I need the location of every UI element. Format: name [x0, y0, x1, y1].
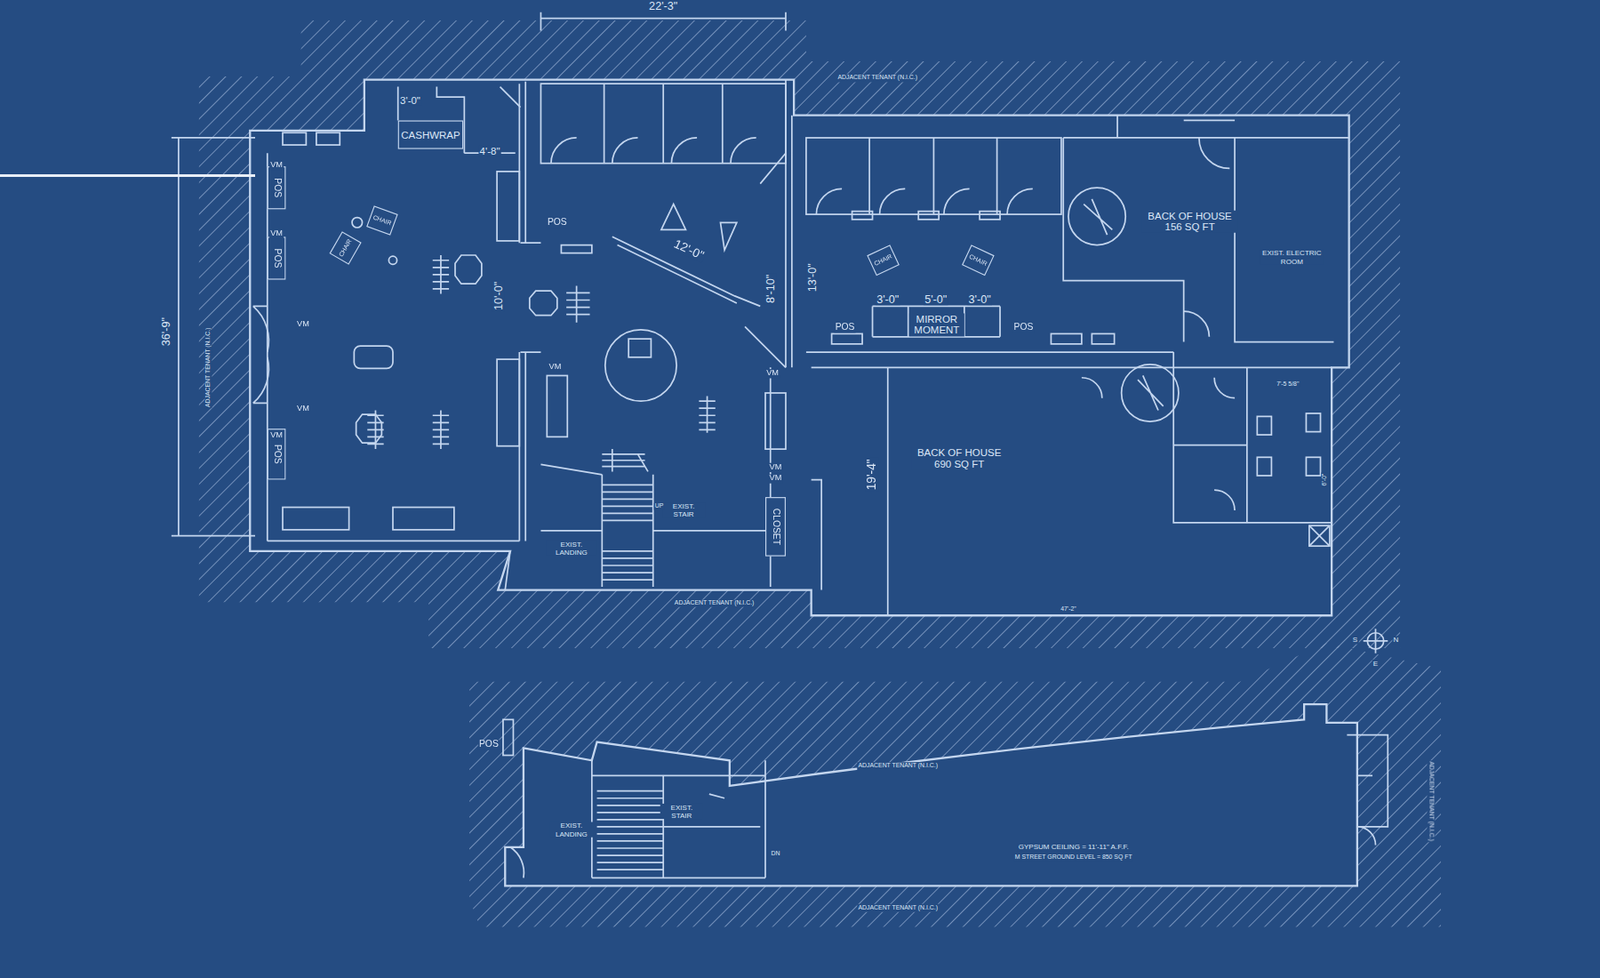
plan-label: 3'-0" [875, 292, 900, 305]
fixture-label: CHAIR [872, 253, 894, 268]
plan-label: 6'-0" [1320, 472, 1328, 488]
plan-label: UP [654, 503, 665, 511]
plan-label: EXIST. LANDING [545, 540, 597, 557]
fixture-label: CASHWRAP [400, 128, 460, 141]
fixture-label: POS [271, 444, 281, 464]
plan-label: VM [547, 362, 562, 372]
plan-label: ADJACENT TENANT (N.I.C.) [204, 326, 212, 408]
plan-label: 22'-3" [648, 0, 679, 13]
plan-label: VM [269, 160, 284, 170]
plan-label: VM [768, 463, 783, 472]
plan-label: S [1352, 635, 1360, 644]
plan-label: POS [1012, 322, 1034, 333]
text-holder: POS [271, 444, 281, 464]
text-holder: CLOSET [770, 508, 781, 545]
plan-label: 19'-4" [865, 457, 880, 491]
plan-label: 3'-0" [967, 292, 992, 305]
fixture-label: CHAIR [337, 238, 353, 258]
plan-label: 13'-0" [806, 262, 819, 293]
fixture-label: CHAIR [372, 214, 393, 227]
plan-label: N [1392, 635, 1400, 644]
plan-label: ADJACENT TENANT (N.I.C.) [836, 73, 919, 81]
plan-label: EXIST. STAIR [662, 502, 705, 519]
plan-label: 7'-5 5/8" [1275, 380, 1301, 388]
plan-label: VM [296, 404, 311, 414]
fixture-label: CLOSET [770, 508, 781, 545]
plan-label: 8'-10" [764, 273, 777, 304]
fixture-box: POS [267, 236, 287, 280]
plan-label: E [1372, 659, 1380, 668]
text-holder: CHAIR [337, 238, 353, 258]
plan-label: BACK OF HOUSE 156 SQ FT [1142, 209, 1239, 232]
fixture-box: CHAIR [366, 205, 399, 236]
plan-label: VM [269, 431, 284, 440]
plan-label: 47'-2" [1059, 606, 1078, 614]
fixture-label: CHAIR [968, 253, 989, 268]
plan-label: POS [478, 739, 500, 750]
plan-label: ADJACENT TENANT (N.I.C.) [673, 600, 756, 608]
fixture-label: POS [271, 248, 281, 269]
fixture-box: POS [267, 166, 287, 209]
plan-label: 36'-9" [159, 316, 172, 347]
plan-label: DN [769, 849, 781, 857]
fixture-box: CLOSET [765, 496, 786, 557]
text-holder: CHAIR [872, 253, 894, 268]
plan-label: VM [269, 229, 284, 239]
plan-label: POS [546, 217, 568, 228]
plan-label: ADJACENT TENANT (N.I.C.) [856, 904, 939, 912]
fixture-box: CHAIR [328, 231, 361, 264]
plan-label: 5'-0" [923, 292, 948, 305]
plan-label: VM [296, 320, 311, 329]
fixture-box: CHAIR [961, 244, 995, 276]
plan-label: BACK OF HOUSE 690 SQ FT [911, 447, 1008, 470]
plan-label: ADJACENT TENANT (N.I.C.) [856, 761, 939, 769]
plan-label: 3'-0" [399, 94, 422, 106]
plan-label: M STREET GROUND LEVEL = 850 SQ FT [1014, 854, 1134, 862]
text-holder: CHAIR [372, 214, 393, 227]
plan-label: 10'-0" [491, 280, 504, 312]
plan-label: GYPSUM CEILING = 11'-11" A.F.F. [1017, 842, 1130, 851]
text-holder: CASHWRAP [400, 128, 460, 141]
fixture-box: CASHWRAP [398, 120, 464, 149]
plan-label: POS [833, 322, 856, 333]
plan-label: ADJACENT TENANT (N.I.C.) [1428, 760, 1436, 842]
plan-label: MIRROR MOMENT [909, 312, 965, 336]
plan-label: EXIST. STAIR [660, 803, 704, 820]
plan-label: 12'-0" [671, 236, 707, 264]
plan-label: VM [765, 368, 780, 378]
fixture-box: CHAIR [866, 244, 900, 276]
text-holder: CHAIR [968, 253, 989, 268]
text-holder: POS [271, 248, 281, 269]
plan-label: EXIST. LANDING [550, 821, 593, 838]
plan-label: EXIST. ELECTRIC ROOM [1260, 248, 1324, 265]
plan-label: VM [768, 473, 783, 483]
fixture-label: POS [271, 177, 281, 198]
plan-label: 4'-8" [478, 145, 501, 158]
text-holder: POS [271, 177, 281, 198]
